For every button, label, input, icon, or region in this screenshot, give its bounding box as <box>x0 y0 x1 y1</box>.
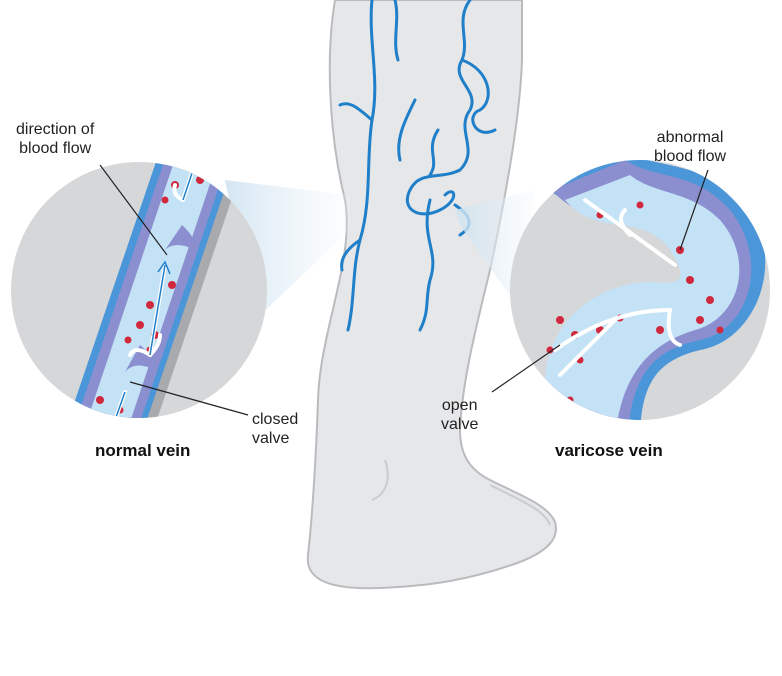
leader-lines <box>99 164 709 416</box>
label-line: closed <box>252 411 299 428</box>
open-valve-label: open valve <box>441 396 478 434</box>
normal-vein-title: normal vein <box>95 441 191 460</box>
closed-valve-label: closed valve <box>252 410 298 448</box>
abnormal-blood-flow-label: abnormal blood flow <box>654 128 726 166</box>
label-line: direction of <box>16 121 95 138</box>
varicose-vein-title: varicose vein <box>555 441 663 460</box>
label-line: blood flow <box>19 140 92 157</box>
label-line: blood flow <box>654 148 727 165</box>
label-line: valve <box>252 430 290 447</box>
label-line: valve <box>441 416 479 433</box>
direction-of-blood-flow-label: direction of blood flow <box>16 120 94 158</box>
label-line: open <box>441 397 478 414</box>
normal-vein-closeup <box>11 162 267 418</box>
varicose-vein-closeup <box>510 160 770 420</box>
label-line: abnormal <box>656 129 724 146</box>
